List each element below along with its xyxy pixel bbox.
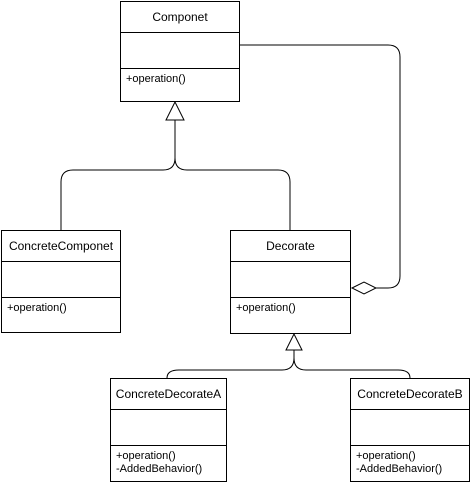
generalization-arrowhead-decorate	[285, 332, 303, 351]
operation: -AddedBehavior()	[116, 463, 203, 475]
attributes-compartment	[2, 261, 120, 297]
operation: -AddedBehavior()	[356, 463, 443, 475]
class-componet[interactable]: Componet +operation()	[120, 1, 240, 102]
generalization-arrowhead-componet	[165, 100, 185, 121]
attributes-compartment	[351, 409, 469, 445]
attributes-compartment	[231, 261, 350, 297]
operation: +operation()	[356, 450, 416, 462]
generalization-decorate-to-componet	[174, 157, 291, 230]
class-name: Decorate	[266, 239, 315, 253]
operations-compartment: +operation() -AddedBehavior()	[351, 445, 469, 481]
class-decorate[interactable]: Decorate +operation()	[230, 230, 351, 334]
operation: +operation()	[7, 302, 67, 314]
class-name: ConcreteDecorateB	[357, 387, 463, 401]
aggregation-diamond	[350, 281, 378, 295]
generalization-concretedecoratea-to-decorate	[166, 350, 295, 379]
class-name: ConcreteDecorateA	[115, 387, 222, 401]
operation: +operation()	[236, 302, 296, 314]
operations-compartment: +operation()	[121, 68, 239, 101]
aggregation-componet-decorate	[240, 44, 401, 289]
attributes-compartment	[111, 409, 226, 445]
operation: +operation()	[126, 73, 186, 85]
generalization-concretecomponet-to-componet	[60, 120, 176, 230]
generalization-concretedecorateb-to-decorate	[293, 357, 411, 379]
class-concretecomponet[interactable]: ConcreteComponet +operation()	[1, 230, 121, 333]
class-name: ConcreteComponet	[8, 239, 114, 253]
operations-compartment: +operation() -AddedBehavior()	[111, 445, 226, 481]
class-name: Componet	[152, 10, 208, 24]
class-concretedecorateb[interactable]: ConcreteDecorateB +operation() -AddedBeh…	[350, 378, 470, 482]
attributes-compartment	[121, 32, 239, 68]
operations-compartment: +operation()	[231, 297, 350, 333]
class-concretedecoratea[interactable]: ConcreteDecorateA +operation() -AddedBeh…	[110, 378, 227, 482]
operation: +operation()	[116, 450, 176, 462]
operations-compartment: +operation()	[2, 297, 120, 332]
